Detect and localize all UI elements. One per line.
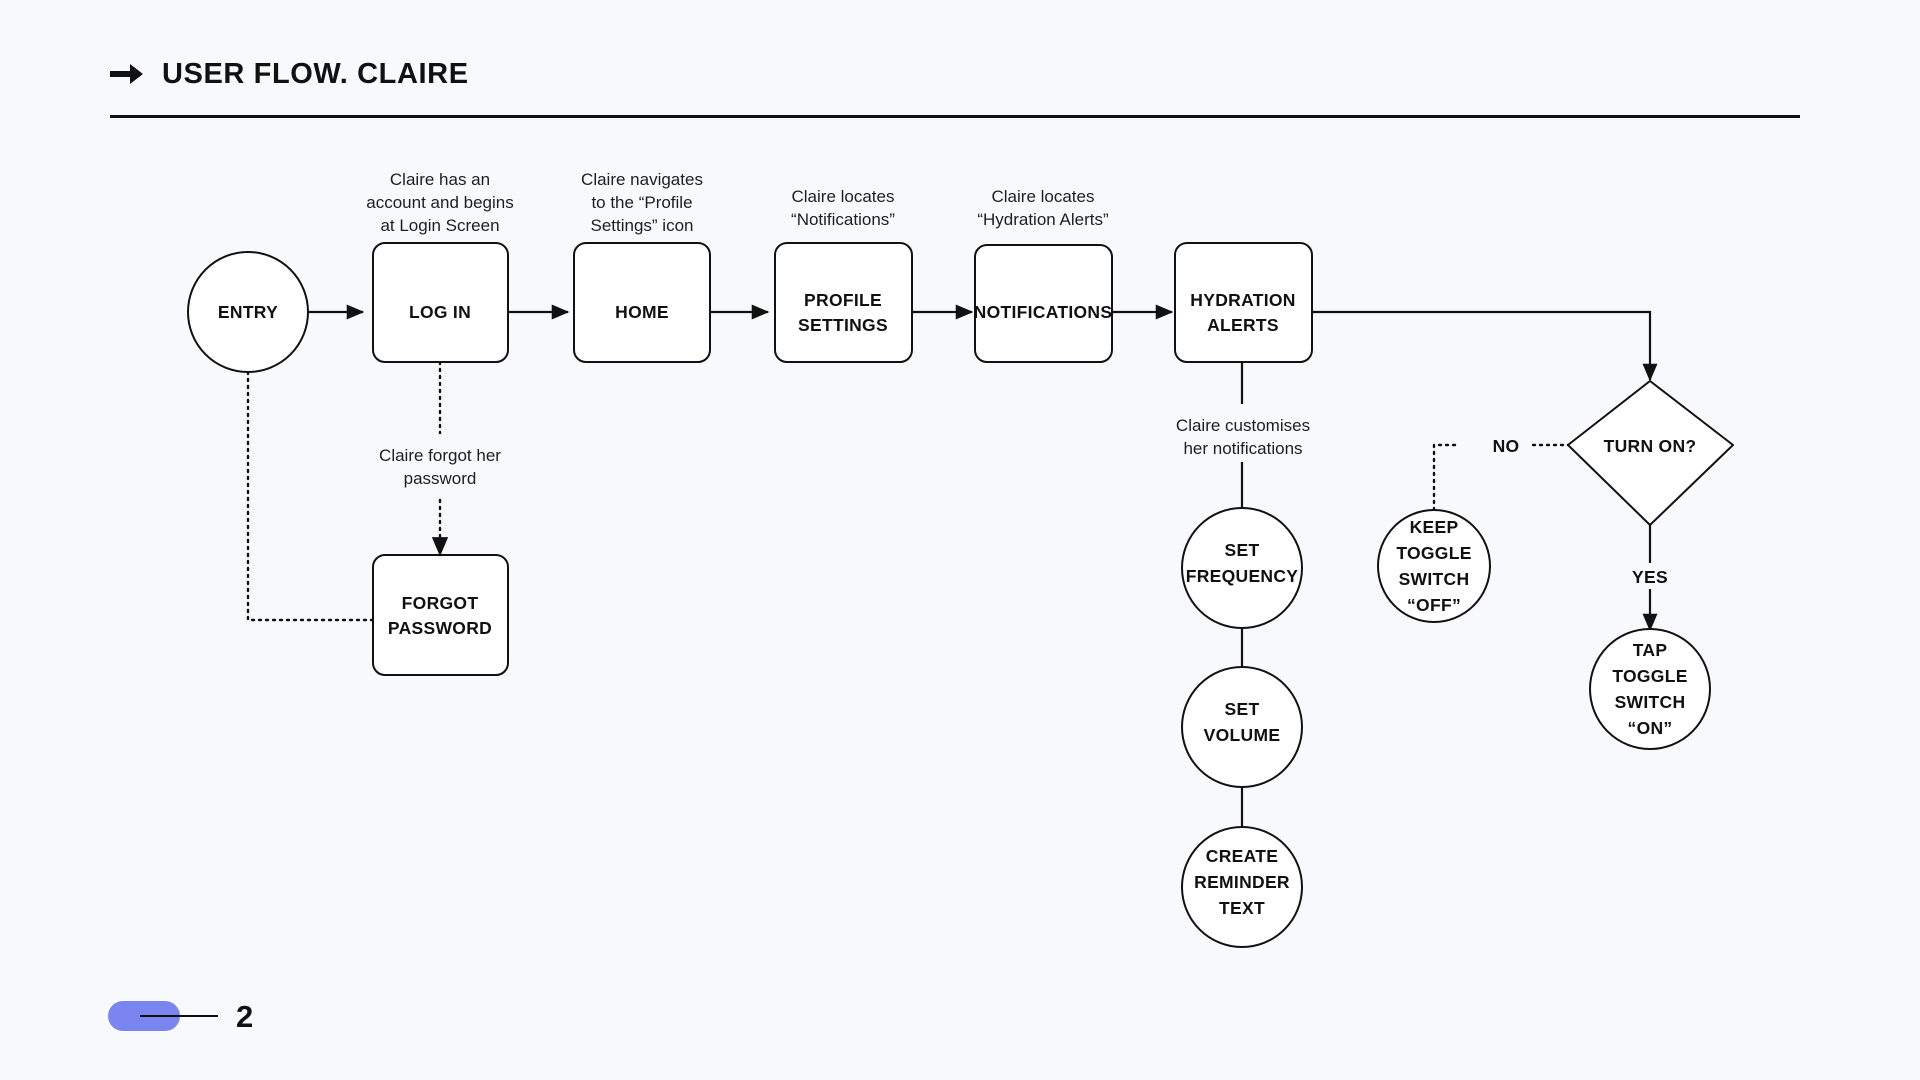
node-login[interactable]: LOG IN [372,242,509,363]
login-box[interactable] [372,242,509,363]
tap-toggle-on-label-line3: SWITCH [1615,692,1686,712]
entry-circle[interactable] [187,251,309,373]
create-reminder-text-label-line1: CREATE [1206,846,1278,866]
node-tap-toggle-on[interactable]: TAP TOGGLE SWITCH “ON” [1589,628,1711,750]
profile-settings-label-line1: PROFILE [804,290,882,310]
login-note-line2: account and begins [366,193,513,212]
edge-label-yes: YES [1632,567,1668,587]
tap-toggle-on-circle[interactable] [1589,628,1711,750]
profile-settings-label-line2: SETTINGS [798,315,888,335]
hydration-alerts-label-line2: ALERTS [1207,315,1279,335]
forgot-password-box[interactable] [372,554,509,676]
turn-on-label: TURN ON? [1604,436,1697,456]
set-volume-circle[interactable] [1181,666,1303,788]
node-set-frequency[interactable]: SET FREQUENCY [1181,507,1303,629]
annotation-home-note: Claire navigates to the “Profile Setting… [581,170,703,235]
keep-toggle-off-label-line2: TOGGLE [1396,543,1471,563]
forgot-password-label-line2: PASSWORD [388,618,492,638]
create-reminder-text-label-line2: REMINDER [1194,872,1290,892]
tap-toggle-on-label-line2: TOGGLE [1612,666,1687,686]
home-note-line1: Claire navigates [581,170,703,189]
login-note-line3: at Login Screen [380,216,499,235]
node-profile-settings[interactable]: PROFILE SETTINGS [774,242,913,363]
edge-no-to-keep-toggle-off [1425,443,1457,559]
turn-on-diamond[interactable] [1567,380,1734,526]
edges-layer: TAP TOGGLE SWITCH "ON" --> KEEP TOGGLE S… [239,304,1658,854]
notifications-label: NOTIFICATIONS [974,302,1113,322]
set-frequency-circle[interactable] [1181,507,1303,629]
header-divider [110,115,1800,118]
annotation-customise-note: Claire customises her notifications [1150,404,1336,458]
notifications-box[interactable] [974,244,1113,363]
annotations-layer: Claire has an account and begins at Logi… [355,170,1336,488]
notifications-note-line2: “Hydration Alerts” [977,210,1109,229]
page-number: 2 [236,998,254,1034]
customise-note-line2: her notifications [1183,439,1302,458]
node-turn-on-decision[interactable]: TURN ON? [1567,380,1734,526]
header-row: USER FLOW. CLAIRE [110,50,1810,98]
edge-forgot-password-to-entry [239,314,375,622]
profile-note-line1: Claire locates [792,187,895,206]
annotation-forgot-note: Claire forgot her password [355,434,525,488]
home-label: HOME [615,302,669,322]
create-reminder-text-label-line3: TEXT [1219,898,1265,918]
profile-settings-box[interactable] [774,242,913,363]
annotation-login-note: Claire has an account and begins at Logi… [366,170,513,235]
tap-toggle-on-label-line4: “ON” [1628,718,1673,738]
login-label: LOG IN [409,302,471,322]
home-note-line2: to the “Profile [591,193,692,212]
entry-label: ENTRY [218,302,278,322]
edge-label-no: NO [1493,436,1520,456]
keep-toggle-off-label-line3: SWITCH [1399,569,1470,589]
login-note-line1: Claire has an [390,170,490,189]
hydration-alerts-box[interactable] [1174,242,1313,363]
forgot-note-backdrop [355,434,525,488]
node-set-volume[interactable]: SET VOLUME [1181,666,1303,788]
annotation-notifications-note: Claire locates “Hydration Alerts” [977,187,1109,229]
home-box[interactable] [573,242,711,363]
edge-labels-layer: NO YES [1480,432,1676,589]
create-reminder-text-circle[interactable] [1181,826,1303,948]
profile-note-line2: “Notifications” [791,210,895,229]
arrow-right-icon [110,64,143,84]
forgot-note-line2: password [404,469,477,488]
notifications-note-line1: Claire locates [992,187,1095,206]
keep-toggle-off-circle[interactable] [1377,509,1491,623]
annotation-profile-note: Claire locates “Notifications” [791,187,895,229]
hydration-alerts-label-line1: HYDRATION [1190,290,1295,310]
edge-hydration-alerts-to-turn-on [1312,310,1658,382]
home-note-line3: Settings” icon [591,216,694,235]
set-volume-label-line1: SET [1225,699,1260,719]
node-forgot-password[interactable]: FORGOT PASSWORD [372,554,509,676]
set-frequency-label-line2: FREQUENCY [1186,566,1299,586]
node-create-reminder-text[interactable]: CREATE REMINDER TEXT [1181,826,1303,948]
customise-note-line1: Claire customises [1176,416,1310,435]
page-footer: 2 [108,996,253,1036]
node-hydration-alerts[interactable]: HYDRATION ALERTS [1174,242,1313,363]
yes-label-backdrop [1624,563,1676,589]
footer-line-marker [140,1014,218,1018]
node-home[interactable]: HOME [573,242,711,363]
no-label-backdrop [1480,432,1532,458]
page-header: USER FLOW. CLAIRE [110,50,1810,120]
keep-toggle-off-label-line4: “OFF” [1407,595,1461,615]
forgot-note-line1: Claire forgot her [379,446,501,465]
page-title: USER FLOW. CLAIRE [162,57,469,90]
forgot-password-label-line1: FORGOT [402,593,479,613]
node-entry[interactable]: ENTRY [187,251,309,373]
node-keep-toggle-off[interactable]: KEEP TOGGLE SWITCH “OFF” [1377,509,1491,623]
set-volume-label-line2: VOLUME [1204,725,1281,745]
set-frequency-label-line1: SET [1225,540,1260,560]
customise-note-backdrop [1150,404,1336,458]
node-notifications[interactable]: NOTIFICATIONS [974,244,1113,363]
keep-toggle-off-label-line1: KEEP [1410,517,1459,537]
tap-toggle-on-label-line1: TAP [1633,640,1668,660]
